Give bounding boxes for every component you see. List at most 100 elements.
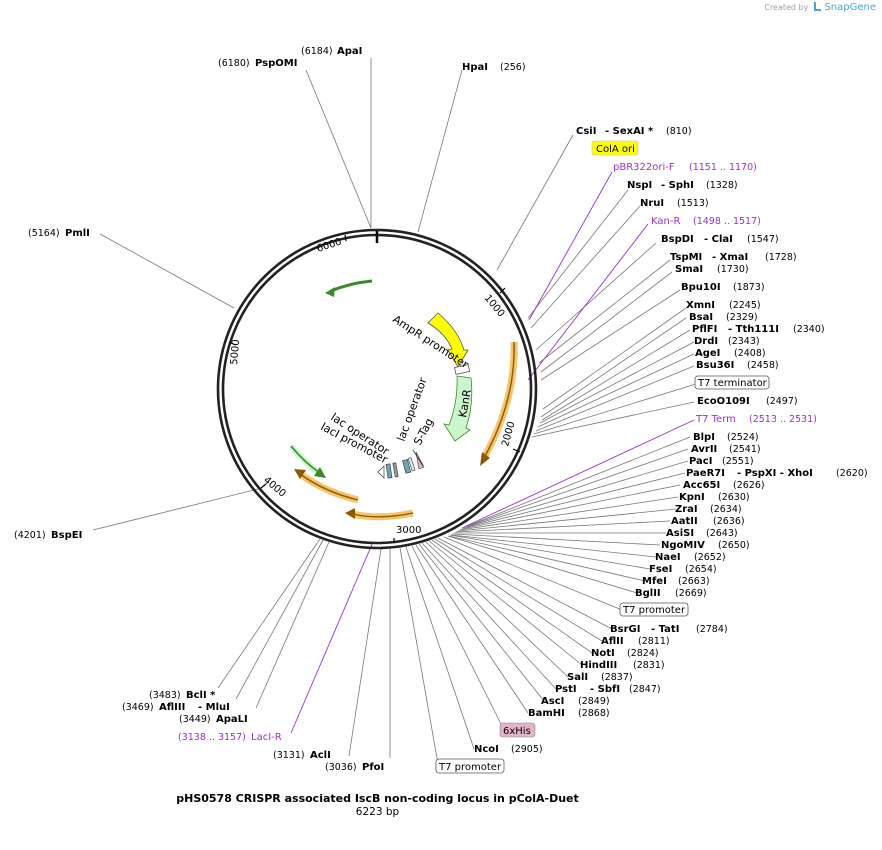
label-hpai[interactable]: HpaI (256) <box>462 62 526 73</box>
label-sali[interactable]: SalI (2837) <box>567 672 633 683</box>
svg-text:NaeI: NaeI <box>655 552 681 563</box>
label-6xhis[interactable]: 6xHis <box>499 722 536 738</box>
label-bspei[interactable]: (4201) BspEI <box>14 530 82 541</box>
svg-text:(2329): (2329) <box>726 312 758 323</box>
svg-text:(2663): (2663) <box>678 576 710 587</box>
svg-text:(3449): (3449) <box>179 714 211 725</box>
ampr-promoter-arrow[interactable] <box>427 312 469 368</box>
svg-text:ColA ori: ColA ori <box>596 144 635 155</box>
svg-text:BspEI: BspEI <box>51 530 82 541</box>
label-pbr322ori-f[interactable]: pBR322ori-F (1151 .. 1170) <box>613 162 757 173</box>
label-asci[interactable]: AscI (2849) <box>541 696 610 707</box>
svg-text:AgeI: AgeI <box>695 348 720 359</box>
svg-text:(2847): (2847) <box>629 684 661 695</box>
feature-arrowhead-orange-bottom <box>345 508 355 519</box>
svg-text:ZraI: ZraI <box>675 504 698 515</box>
label-nspi[interactable]: NspI - SphI (1328) <box>627 180 738 191</box>
label-aatii[interactable]: AatII (2636) <box>671 516 745 527</box>
label-pmli[interactable]: (5164) PmlI <box>28 228 90 239</box>
label-paer7i[interactable]: PaeR7I - PspXI - XhoI (2620) <box>686 468 868 479</box>
label-aflii[interactable]: AflII (2811) <box>601 636 670 647</box>
label-bsu36i[interactable]: Bsu36I (2458) <box>696 360 779 371</box>
svg-text:(2458): (2458) <box>747 360 779 371</box>
svg-text:LacI-R: LacI-R <box>251 732 282 743</box>
label-ncoi[interactable]: NcoI (2905) <box>474 744 543 755</box>
label-naei[interactable]: NaeI (2652) <box>655 552 726 563</box>
label-t7-promoter-2[interactable]: T7 promoter <box>435 758 505 774</box>
label-agei[interactable]: AgeI (2408) <box>695 348 766 359</box>
svg-text:(2630): (2630) <box>718 492 750 503</box>
label-hindiii[interactable]: HindIII (2831) <box>580 660 665 671</box>
label-smai[interactable]: SmaI (1730) <box>675 264 749 275</box>
label-nrui[interactable]: NruI (1513) <box>640 198 709 209</box>
svg-text:(2654): (2654) <box>685 564 717 575</box>
label-zrai[interactable]: ZraI (2634) <box>675 504 742 515</box>
svg-text:HpaI: HpaI <box>462 62 488 73</box>
svg-text:(3131): (3131) <box>273 750 305 761</box>
label-pspomi[interactable]: (6180) PspOMI <box>218 58 297 69</box>
label-avrii[interactable]: AvrII (2541) <box>691 444 761 455</box>
label-acc65i[interactable]: Acc65I (2626) <box>683 480 765 491</box>
label-csii[interactable]: CsiI - SexAI * (810) <box>576 126 692 137</box>
label-laci-r[interactable]: (3138 .. 3157) LacI-R <box>178 732 282 743</box>
label-noti[interactable]: NotI (2824) <box>591 648 659 659</box>
label-tspmi[interactable]: TspMI - XmaI (1728) <box>670 252 797 263</box>
svg-text:SmaI: SmaI <box>675 264 703 275</box>
label-xmni[interactable]: XmnI (2245) <box>686 300 761 311</box>
svg-text:BlpI: BlpI <box>693 432 715 443</box>
snapgene-credit[interactable]: Created by SnapGene <box>764 2 876 13</box>
svg-text:Bsu36I: Bsu36I <box>696 360 734 371</box>
label-pflfi[interactable]: PflFI - Tth111I (2340) <box>692 324 825 335</box>
tick-5000: 5000 <box>229 339 242 365</box>
svg-text:AscI: AscI <box>541 696 564 707</box>
svg-text:ApaI: ApaI <box>337 46 362 57</box>
label-bcli[interactable]: (3483) BclI * <box>149 690 216 701</box>
svg-text:BspDI: BspDI <box>661 234 694 245</box>
primer-leaders <box>290 171 695 734</box>
label-t7-terminator[interactable]: T7 terminator <box>694 375 770 390</box>
svg-text:(2868): (2868) <box>578 708 610 719</box>
svg-text:NcoI: NcoI <box>474 744 499 755</box>
svg-text:CsiI: CsiI <box>576 126 596 137</box>
tick-marks <box>230 234 521 543</box>
label-apai[interactable]: (6184) ApaI <box>301 46 362 57</box>
label-fsei[interactable]: FseI (2654) <box>649 564 717 575</box>
label-kpni[interactable]: KpnI (2630) <box>679 492 750 503</box>
label-afliii[interactable]: (3469) AflIII - MluI <box>122 702 230 713</box>
snapgene-brand: SnapGene <box>824 2 876 13</box>
label-t7-term[interactable]: T7 Term (2513 .. 2531) <box>695 414 817 425</box>
label-eco0109i[interactable]: EcoO109I (2497) <box>697 396 798 407</box>
label-mfei[interactable]: MfeI (2663) <box>642 576 710 587</box>
svg-text:ApaLI: ApaLI <box>216 714 248 725</box>
svg-text:BsrGI: BsrGI <box>610 624 640 635</box>
feature-arc-orange-bottom-line <box>351 512 414 518</box>
svg-text:(2849): (2849) <box>578 696 610 707</box>
label-blpi[interactable]: BlpI (2524) <box>693 432 759 443</box>
svg-text:- MluI: - MluI <box>198 702 230 713</box>
svg-text:PacI: PacI <box>689 456 712 467</box>
label-ngomiv[interactable]: NgoMIV (2650) <box>661 540 750 551</box>
svg-text:(5164): (5164) <box>28 228 60 239</box>
kanr-arrow[interactable] <box>443 375 473 442</box>
label-bglii[interactable]: BglII (2669) <box>635 588 707 599</box>
label-cola-ori[interactable]: ColA ori <box>591 140 639 156</box>
label-bspdi[interactable]: BspDI - ClaI (1547) <box>661 234 779 245</box>
svg-text:(2245): (2245) <box>729 300 761 311</box>
label-t7-promoter-1[interactable]: T7 promoter <box>619 602 689 617</box>
svg-text:XmnI: XmnI <box>686 300 715 311</box>
svg-text:PfoI: PfoI <box>362 762 384 773</box>
label-bsrgi[interactable]: BsrGI - TatI (2784) <box>610 624 728 635</box>
label-apali[interactable]: (3449) ApaLI <box>179 714 248 725</box>
label-paci[interactable]: PacI (2551) <box>689 456 754 467</box>
label-bpu10i[interactable]: Bpu10I (1873) <box>681 282 765 293</box>
label-asisi[interactable]: AsiSI (2643) <box>666 528 738 539</box>
label-pfoi[interactable]: (3036) PfoI <box>325 762 384 773</box>
label-psti[interactable]: PstI - SbfI (2847) <box>555 684 661 695</box>
label-drdi[interactable]: DrdI (2343) <box>694 336 760 347</box>
svg-text:PstI: PstI <box>555 684 577 695</box>
label-bsai[interactable]: BsaI (2329) <box>689 312 758 323</box>
label-acli[interactable]: (3131) AclI <box>273 750 331 761</box>
label-bamhi[interactable]: BamHI (2868) <box>528 708 610 719</box>
label-kan-r[interactable]: Kan-R (1498 .. 1517) <box>651 216 761 227</box>
svg-text:(3483): (3483) <box>149 690 181 701</box>
